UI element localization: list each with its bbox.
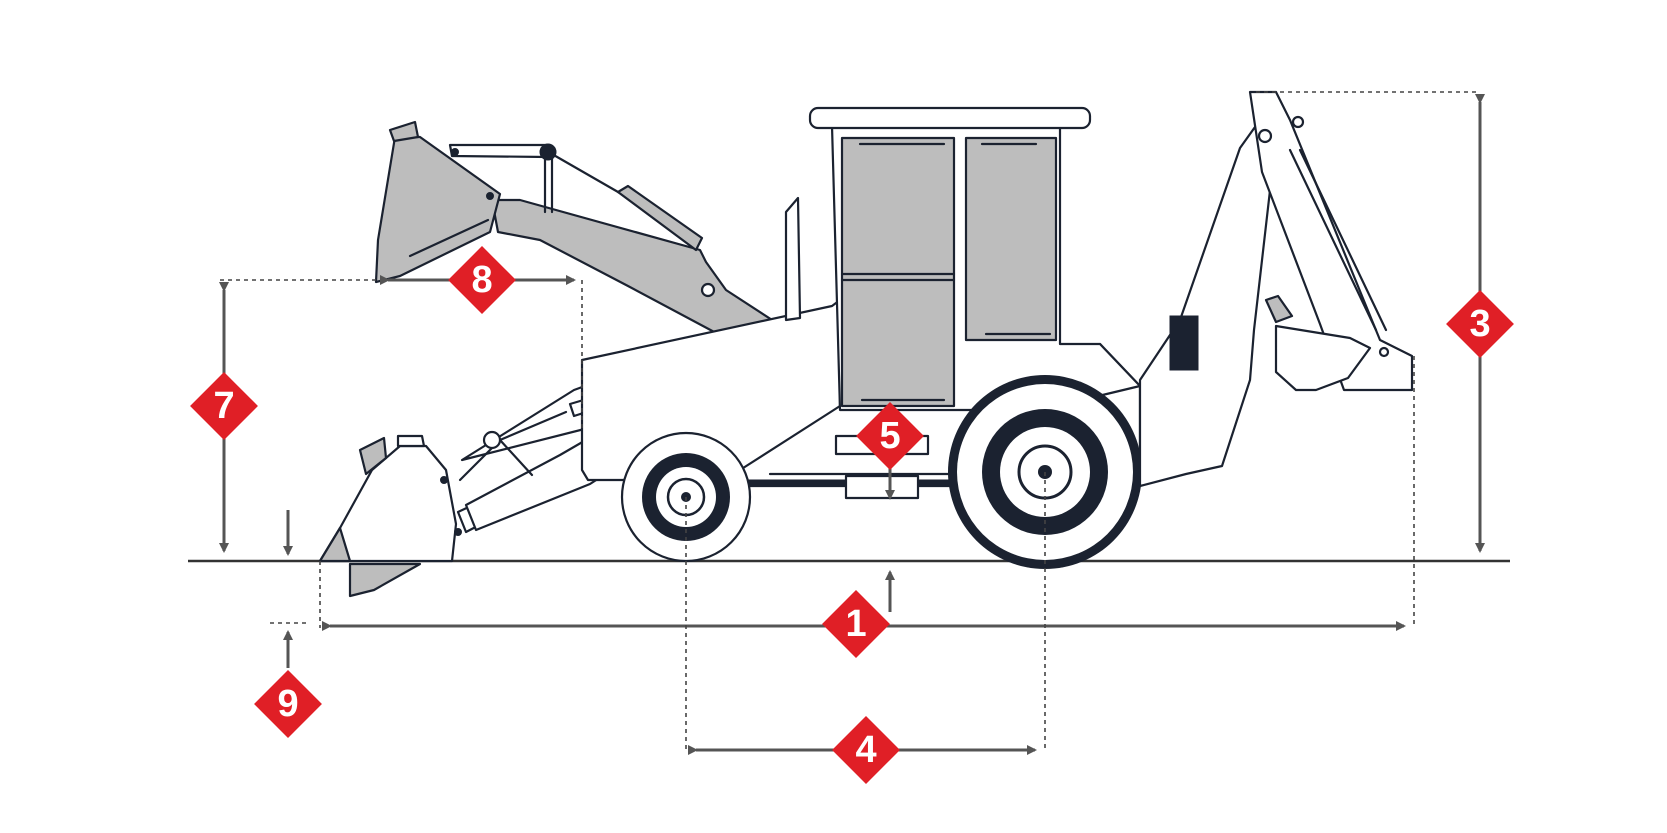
marker-3: 3 <box>1446 290 1514 358</box>
front-loader-raised <box>374 120 808 358</box>
marker-9-label: 9 <box>277 683 298 725</box>
backhoe-arm <box>1138 90 1414 488</box>
marker-3-label: 3 <box>1469 303 1490 345</box>
marker-1-label: 1 <box>845 603 866 645</box>
marker-8: 8 <box>448 246 516 314</box>
marker-4: 4 <box>832 716 900 784</box>
marker-9: 9 <box>254 670 322 738</box>
marker-5-label: 5 <box>879 415 900 457</box>
marker-7: 7 <box>190 372 258 440</box>
marker-4-label: 4 <box>855 729 876 771</box>
marker-7-label: 7 <box>213 385 234 427</box>
marker-1: 1 <box>822 590 890 658</box>
marker-8-label: 8 <box>471 259 492 301</box>
